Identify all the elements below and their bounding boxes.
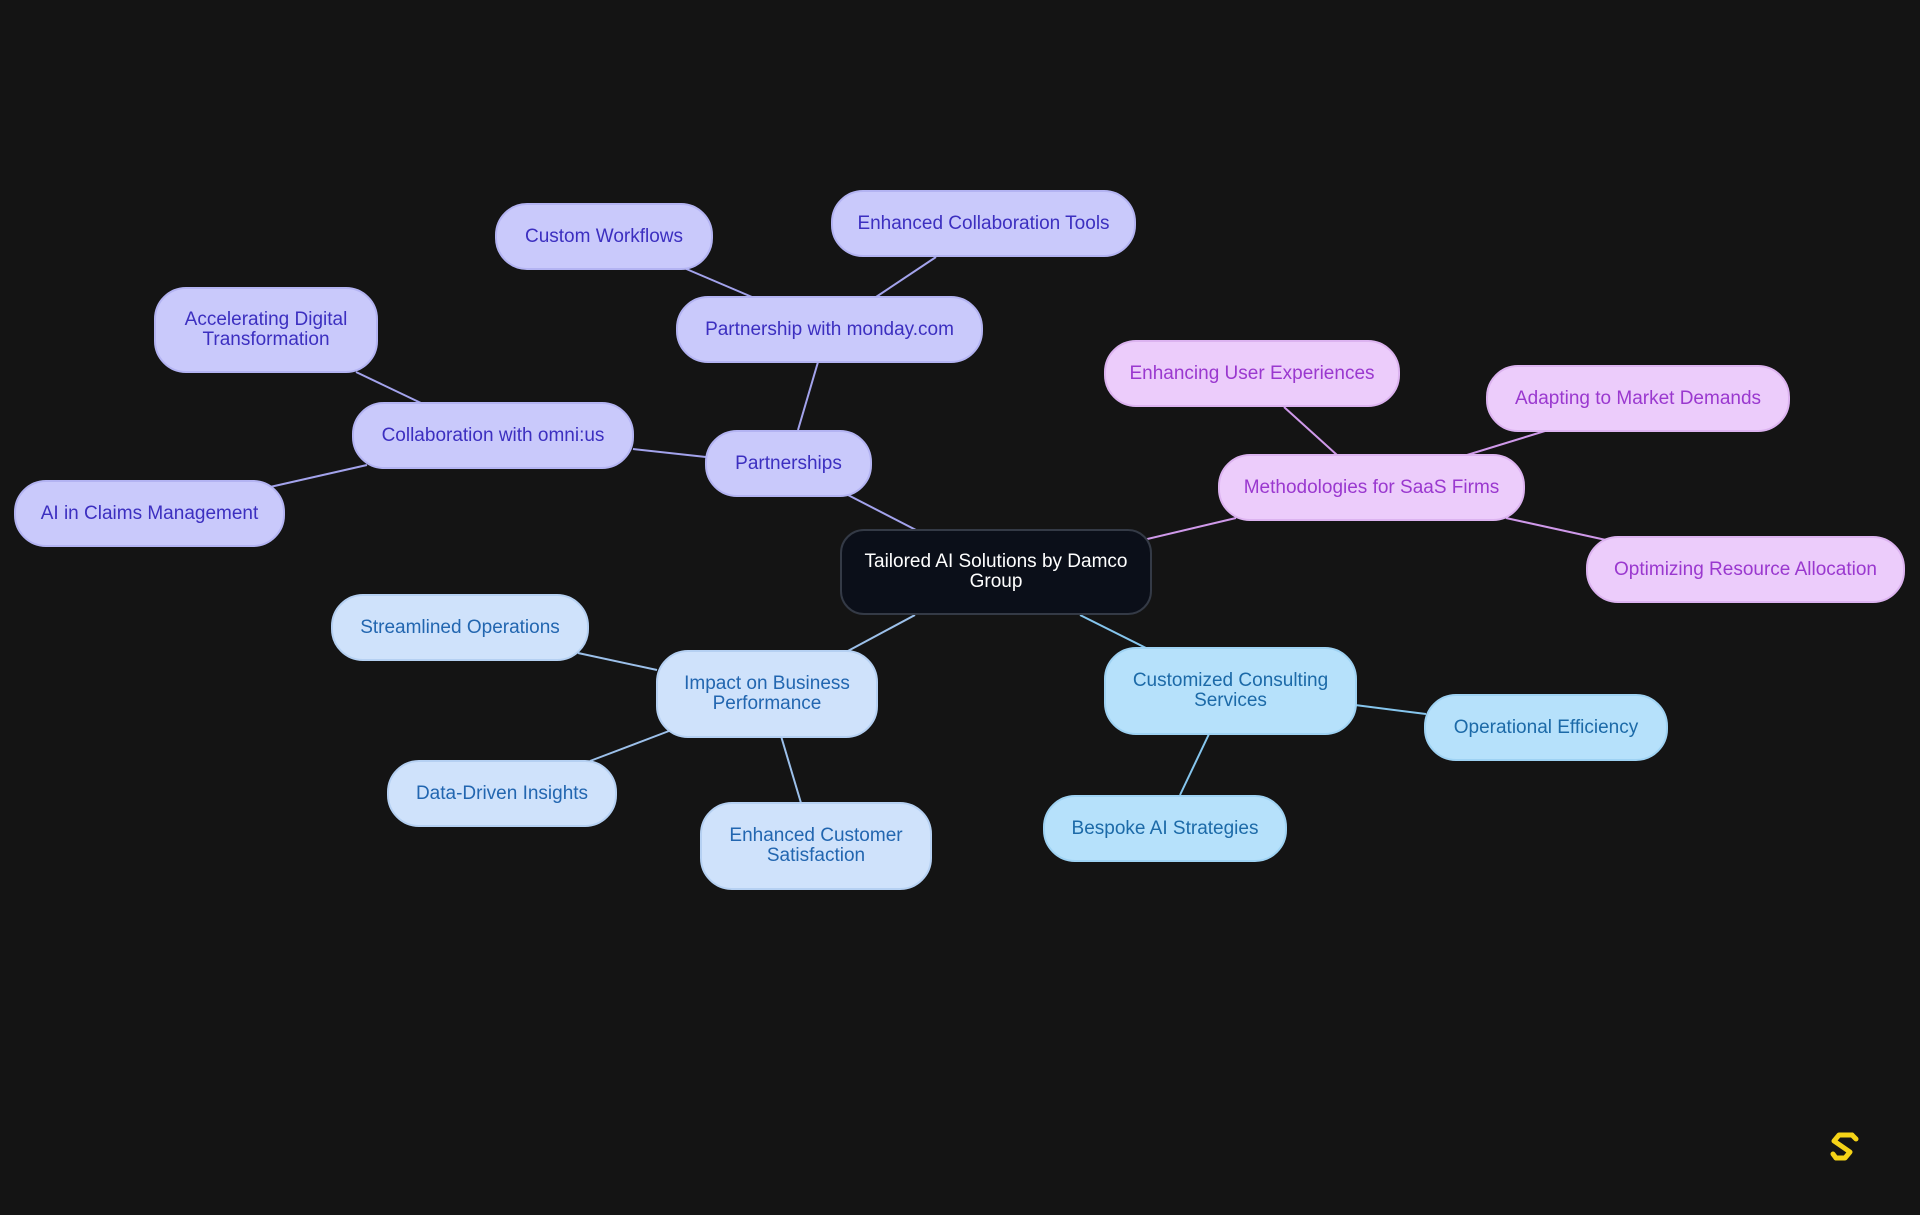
edge-consult-operational	[1354, 704, 1427, 715]
edge-partnerships-omnius	[632, 448, 707, 458]
node-accelerating-digital-transformation-label: Accelerating Digital Transformation	[184, 309, 348, 350]
node-optimizing-resource-allocation: Optimizing Resource Allocation	[1586, 536, 1905, 603]
edge-monday-collab	[875, 256, 937, 298]
node-enhanced-collaboration-tools-label: Enhanced Collaboration Tools	[857, 212, 1110, 234]
node-collaboration-omnius-label: Collaboration with omni:us	[381, 424, 605, 446]
node-ai-claims-management: AI in Claims Management	[14, 480, 285, 547]
node-enhanced-customer-satisfaction-label: Enhanced Customer Satisfaction	[729, 825, 903, 866]
node-enhanced-collaboration-tools: Enhanced Collaboration Tools	[831, 190, 1136, 257]
node-enhanced-customer-satisfaction: Enhanced Customer Satisfaction	[700, 802, 932, 890]
node-impact-business-performance: Impact on Business Performance	[656, 650, 878, 738]
node-operational-efficiency: Operational Efficiency	[1424, 694, 1668, 761]
node-adapting-market-demands: Adapting to Market Demands	[1486, 365, 1790, 432]
node-operational-efficiency-label: Operational Efficiency	[1453, 716, 1639, 738]
node-streamlined-operations: Streamlined Operations	[331, 594, 589, 661]
root-node-label: Tailored AI Solutions by Damco Group	[864, 551, 1128, 592]
node-data-driven-insights: Data-Driven Insights	[387, 760, 617, 827]
edge-omnius-digital	[355, 371, 422, 404]
node-partnerships: Partnerships	[705, 430, 872, 497]
edge-monday-custom	[683, 267, 753, 298]
edge-partnerships-monday	[797, 361, 819, 431]
node-enhancing-user-experiences-label: Enhancing User Experiences	[1129, 362, 1375, 384]
node-impact-business-performance-label: Impact on Business Performance	[684, 673, 850, 714]
edge-root-methodologies	[1142, 517, 1237, 541]
root-node: Tailored AI Solutions by Damco Group	[840, 529, 1152, 615]
node-collaboration-omnius: Collaboration with omni:us	[352, 402, 634, 469]
s-logo-icon	[1830, 1132, 1859, 1161]
node-custom-workflows-label: Custom Workflows	[524, 225, 683, 247]
edge-meth-user	[1283, 406, 1338, 456]
node-streamlined-operations-label: Streamlined Operations	[360, 616, 560, 638]
node-adapting-market-demands-label: Adapting to Market Demands	[1514, 387, 1762, 409]
node-customized-consulting-label: Customized Consulting Services	[1132, 670, 1329, 711]
edge-impact-data	[589, 730, 670, 762]
node-partnership-monday: Partnership with monday.com	[676, 296, 983, 363]
node-partnership-monday-label: Partnership with monday.com	[705, 318, 954, 340]
node-data-driven-insights-label: Data-Driven Insights	[415, 782, 589, 804]
node-bespoke-ai-strategies-label: Bespoke AI Strategies	[1071, 817, 1259, 839]
node-methodologies-saas: Methodologies for SaaS Firms	[1218, 454, 1525, 521]
node-partnerships-label: Partnerships	[735, 452, 842, 474]
node-enhancing-user-experiences: Enhancing User Experiences	[1104, 340, 1400, 407]
edge-omnius-claims	[269, 464, 368, 488]
node-accelerating-digital-transformation: Accelerating Digital Transformation	[154, 287, 378, 373]
node-custom-workflows: Custom Workflows	[495, 203, 713, 270]
edge-impact-streamlined	[577, 652, 658, 671]
edge-root-consulting	[1079, 614, 1147, 649]
edge-consult-bespoke	[1179, 733, 1210, 796]
node-customized-consulting: Customized Consulting Services	[1104, 647, 1357, 735]
node-optimizing-resource-allocation-label: Optimizing Resource Allocation	[1614, 558, 1877, 580]
node-bespoke-ai-strategies: Bespoke AI Strategies	[1043, 795, 1287, 862]
edge-meth-resource	[1505, 517, 1607, 541]
edge-meth-market	[1466, 430, 1546, 456]
edge-root-partnerships	[847, 494, 917, 531]
edge-root-impact	[845, 614, 916, 653]
edge-impact-satisfaction	[780, 735, 802, 804]
node-ai-claims-management-label: AI in Claims Management	[40, 502, 259, 524]
node-methodologies-saas-label: Methodologies for SaaS Firms	[1243, 476, 1500, 498]
